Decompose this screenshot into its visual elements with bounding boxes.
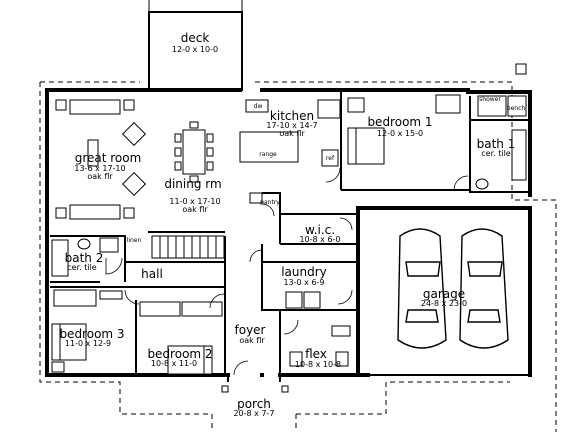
- bedroom1-name: bedroom 1: [367, 115, 432, 129]
- laundry-name: laundry: [281, 265, 327, 279]
- great-room-dim: 13-6 x 17-10: [74, 164, 125, 173]
- bath1-fixtures: [475, 95, 527, 190]
- shower-label: shower: [479, 96, 501, 103]
- interior-walls: [50, 92, 530, 375]
- porch-name: porch: [237, 397, 271, 411]
- fixture-labels: pantry shower bench dw range ref linen: [127, 96, 526, 244]
- laundry-fixtures: [285, 291, 321, 309]
- closets: [53, 289, 223, 317]
- dining-floor: oak flr: [182, 205, 208, 214]
- range-label: range: [259, 151, 277, 158]
- bedroom3-bed: [51, 323, 87, 373]
- stairs: [151, 235, 225, 259]
- flex-name: flex: [305, 347, 327, 361]
- garage-dim: 24-8 x 23-0: [421, 299, 467, 308]
- kitchen-name: kitchen: [270, 109, 314, 123]
- bedroom2-bed: [167, 345, 213, 375]
- bath2-floor: cer. tile: [67, 263, 97, 272]
- kitchen-dim: 17-10 x 14-7: [266, 121, 317, 130]
- wic-name: w.i.c.: [305, 223, 335, 237]
- bedroom3-name: bedroom 3: [59, 327, 124, 341]
- great-room-furniture: [55, 99, 147, 220]
- kitchen-fixtures: [239, 99, 341, 204]
- porch: [221, 375, 289, 393]
- deck-name: deck: [181, 31, 210, 45]
- roof-outline: [39, 63, 557, 432]
- pantry-label: pantry: [260, 199, 280, 206]
- exterior-walls: [45, 88, 532, 377]
- bedroom2-dim: 10-8 x 11-0: [151, 359, 197, 368]
- garage-name: garage: [423, 287, 465, 301]
- bench-label: bench: [507, 105, 526, 112]
- bedroom2-name: bedroom 2: [147, 347, 212, 361]
- ref-label: ref: [326, 155, 335, 162]
- hall-name: hall: [141, 267, 163, 281]
- bath1-floor: cer. tile: [481, 149, 511, 158]
- great-room-floor: oak flr: [87, 172, 113, 181]
- room-labels: deck 12-0 x 10-0 kitchen 17-10 x 14-7 oa…: [59, 31, 515, 418]
- linen-label: linen: [127, 237, 142, 244]
- bath2-name: bath 2: [65, 251, 104, 265]
- bedroom3-dim: 11-0 x 12-9: [65, 339, 111, 348]
- door-swings: [105, 167, 469, 376]
- bedroom1-dim: 12-0 x 15-0: [377, 129, 423, 138]
- wic-dim: 10-8 x 6-0: [299, 235, 340, 244]
- bath1-name: bath 1: [477, 137, 516, 151]
- bedroom1-bed: [347, 94, 461, 165]
- garage-cars: [397, 228, 509, 349]
- deck-dim: 12-0 x 10-0: [172, 45, 218, 54]
- porch-dim: 20-8 x 7-7: [233, 409, 274, 418]
- laundry-dim: 13-0 x 6-9: [283, 278, 324, 287]
- flex-furniture: [289, 325, 351, 367]
- dining-name: dining rm: [164, 177, 221, 191]
- dining-dim: 11-0 x 17-10: [169, 197, 220, 206]
- bath2-fixtures: [51, 237, 119, 277]
- dining-table: [174, 121, 214, 183]
- dw-label: dw: [254, 103, 263, 110]
- foyer-floor: oak flr: [239, 336, 265, 345]
- great-room-name: great room: [75, 151, 142, 165]
- foyer-name: foyer: [235, 323, 266, 337]
- flex-dim: 10-8 x 10-8: [295, 360, 341, 369]
- kitchen-floor: oak flr: [279, 129, 305, 138]
